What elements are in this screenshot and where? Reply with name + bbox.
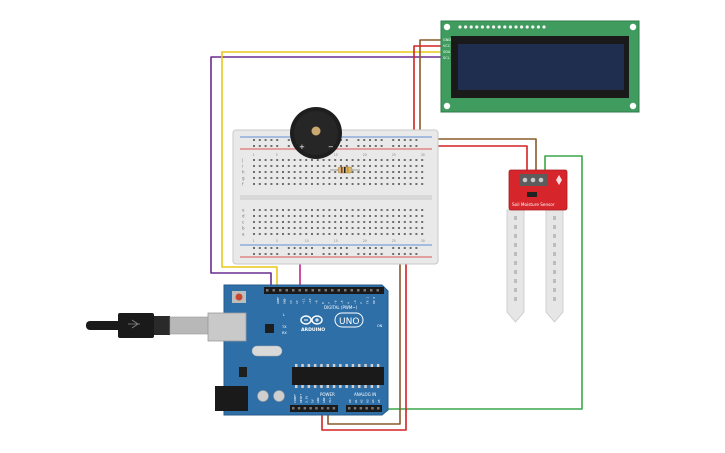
lcd-display[interactable]: GND VCC SDA SCL [440, 20, 640, 113]
power-header-label: POWER [320, 392, 335, 397]
digital-pin-label: 7 [327, 302, 331, 304]
soil-moisture-sensor[interactable]: Soil Moisture Sensor [506, 169, 568, 323]
digital-pin-label: ~6 [334, 300, 338, 304]
breadboard-col-number: 1 [253, 239, 255, 243]
breadboard-col-number: 25 [392, 239, 396, 243]
breadboard-row-letter: h [242, 170, 245, 175]
analog-pin-label: A2 [360, 399, 364, 403]
lcd-screen [458, 44, 624, 90]
digital-pin-label: TX 1 [366, 297, 370, 304]
breadboard-col-number: 20 [363, 153, 367, 157]
tx-label: TX [281, 325, 287, 329]
digital-pin-label: ~5 [340, 300, 344, 304]
breadboard-row-letter: e [242, 208, 245, 213]
power-pin-label: IOREF [293, 394, 297, 403]
power-pin-label: 3.3V [305, 396, 309, 403]
breadboard-col-number: 15 [334, 153, 338, 157]
wire-brown-sensor-gnd[interactable] [432, 138, 537, 175]
digital-pin-label: GND [282, 298, 286, 304]
atmega-chip [292, 367, 384, 385]
breadboard-row-letter: b [242, 226, 245, 231]
digital-pin-label: 2 [359, 302, 363, 304]
breadboard-col-number: 5 [276, 153, 278, 157]
digital-pin-label: 12 [295, 300, 299, 304]
on-label: ON [377, 324, 383, 328]
buzzer-minus-label: − [328, 143, 334, 151]
sensor-label: Soil Moisture Sensor [512, 202, 555, 207]
wire-yellow-sda[interactable] [221, 51, 441, 290]
buzzer-plus-label: + [299, 143, 305, 151]
digital-pin-label: ~9 [314, 300, 318, 304]
breadboard-col-number: 10 [305, 239, 309, 243]
analog-pin-label: A1 [354, 399, 358, 403]
lcd-pin-labels: GND VCC SDA SCL [443, 38, 451, 60]
lcd-pin-scl: SCL [443, 56, 450, 60]
lcd-pin-gnd: GND [443, 38, 451, 42]
breadboard-col-number: 1 [253, 153, 255, 157]
arduino-logo-text: ARDUINO [301, 327, 325, 333]
digital-pin-label: 4 [346, 302, 350, 304]
lcd-pin-sda: SDA [443, 50, 451, 54]
digital-pin-label: RX 0 [372, 297, 376, 304]
arduino-model-text: UNO [339, 317, 359, 327]
digital-pin-label: 8 [321, 302, 325, 304]
digital-pin-label: ~10 [308, 298, 312, 304]
arduino-uno[interactable]: ARDUINO UNO DIGITAL (PWM~) TX RX L ON PO… [86, 284, 389, 416]
breadboard-row-letter: i [242, 164, 243, 169]
arduino-logo [300, 315, 323, 325]
analog-pin-label: A3 [365, 399, 369, 403]
breadboard-col-number: 30 [421, 153, 425, 157]
power-pin-label: 5V [310, 399, 314, 403]
wire-red-5v[interactable] [321, 254, 407, 431]
wire-brown-lcd-gnd[interactable] [419, 39, 441, 140]
wire-purple-scl[interactable] [210, 56, 441, 290]
wire-brown-gnd[interactable] [327, 254, 401, 425]
breadboard-row-letter: c [242, 220, 244, 225]
breadboard-row-letter: d [242, 214, 245, 219]
power-pin-label: GND [316, 397, 320, 403]
digital-header-label: DIGITAL (PWM~) [324, 305, 358, 310]
breadboard-col-number: 25 [392, 153, 396, 157]
power-pin-label: RESET [299, 394, 303, 403]
wire-red-lcd-vcc[interactable] [413, 45, 441, 146]
lcd-header-pins [458, 25, 546, 29]
analog-pin-label: A5 [377, 399, 381, 403]
breadboard-row-letter: g [242, 176, 245, 181]
breadboard-col-number: 30 [421, 239, 425, 243]
analog-pin-label: A4 [371, 399, 375, 403]
digital-pin-label: ~3 [353, 300, 357, 304]
usb-cable [86, 313, 209, 338]
resistor[interactable] [330, 166, 360, 174]
piezo-buzzer[interactable]: + − [290, 107, 342, 159]
breadboard-col-number: 5 [276, 239, 278, 243]
digital-pin-label: 13 [289, 300, 293, 304]
breadboard-row-letter: f [242, 182, 244, 187]
breadboard-col-number: 15 [334, 239, 338, 243]
analog-header-label: ANALOG IN [354, 392, 376, 397]
breadboard-row-letter: a [242, 232, 245, 237]
digital-pin-label: ~11 [302, 298, 306, 304]
breadboard-col-number: 20 [363, 239, 367, 243]
lcd-pin-vcc: VCC [443, 44, 451, 48]
digital-pin-label: AREF [276, 297, 280, 304]
power-pin-label: Vin [328, 397, 332, 403]
power-pin-label: GND [322, 397, 326, 403]
dc-jack [215, 386, 248, 411]
usb-port [207, 312, 247, 342]
wire-red-sensor-vcc[interactable] [428, 145, 528, 175]
l-label: L [283, 313, 285, 317]
analog-pin-label: A0 [348, 399, 352, 403]
breadboard-row-letter: j [241, 158, 243, 163]
rx-label: RX [282, 331, 287, 335]
